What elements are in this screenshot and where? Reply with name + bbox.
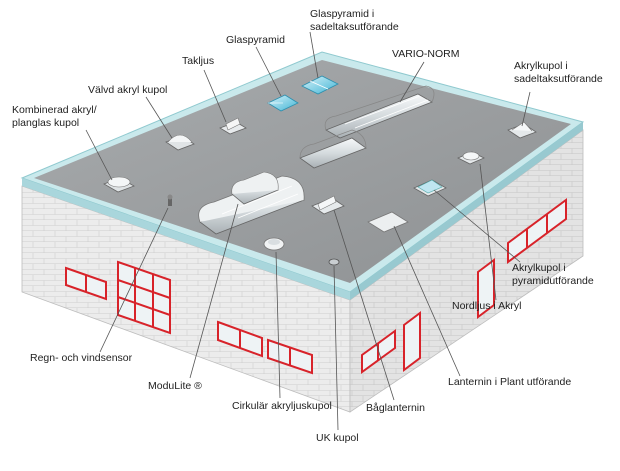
label-glass-pyramid-gable-line1: Glaspyramid i — [310, 8, 375, 20]
modulite — [231, 171, 279, 205]
label-roof-hatch: Takljus — [182, 55, 215, 67]
leader-lines — [85, 31, 531, 431]
label-rain-wind-sensor: Regn- och vindsensor — [30, 352, 133, 364]
glass-pyramid — [267, 94, 299, 112]
circular-dome — [263, 237, 285, 251]
label-glass-pyramid-gable-line2: sadeltaksutförande — [310, 20, 399, 33]
label-combined-dome: Kombinerad akryl/ planglas kupol — [12, 104, 97, 129]
label-pyramid-dome: Akrylkupol i pyramidutförande — [512, 262, 594, 287]
roof-surface — [34, 60, 571, 283]
label-arched-lantern: Båglanternin — [366, 402, 425, 414]
label-north-light: Nordljus i Akryl — [452, 300, 522, 312]
label-flat-lantern: Lanternin i Plant utförande — [448, 376, 572, 388]
label-circular-dome: Cirkulär akryljuskupol — [232, 400, 332, 412]
flat-lantern — [367, 211, 409, 233]
rain-wind-sensor — [167, 194, 173, 206]
glass-pyramid-gable — [301, 75, 339, 95]
north-light — [311, 195, 345, 215]
vario-norm-lantern — [324, 85, 435, 139]
label-vaulted-dome: Välvd akryl kupol — [88, 84, 168, 96]
label-glass-pyramid: Glaspyramid — [226, 34, 285, 46]
roof-products — [103, 75, 537, 266]
vaulted-dome — [165, 134, 195, 151]
uk-dome — [328, 258, 340, 266]
label-vario-norm: VARIO-NORM — [392, 48, 460, 60]
combined-dome — [103, 176, 135, 193]
roof-hatch — [219, 117, 247, 135]
small-dome — [457, 151, 485, 165]
label-uk-dome: UK kupol — [316, 432, 359, 444]
label-glass-pyramid-gable: Glaspyramid i sadeltaksutförande — [310, 8, 399, 33]
pyramid-dome — [413, 179, 447, 197]
label-gable-dome: Akrylkupol i sadeltaksutförande — [514, 60, 603, 85]
label-modulite: ModuLite ® — [148, 380, 202, 392]
gable-dome — [507, 121, 537, 139]
centre-barrel — [299, 129, 367, 169]
